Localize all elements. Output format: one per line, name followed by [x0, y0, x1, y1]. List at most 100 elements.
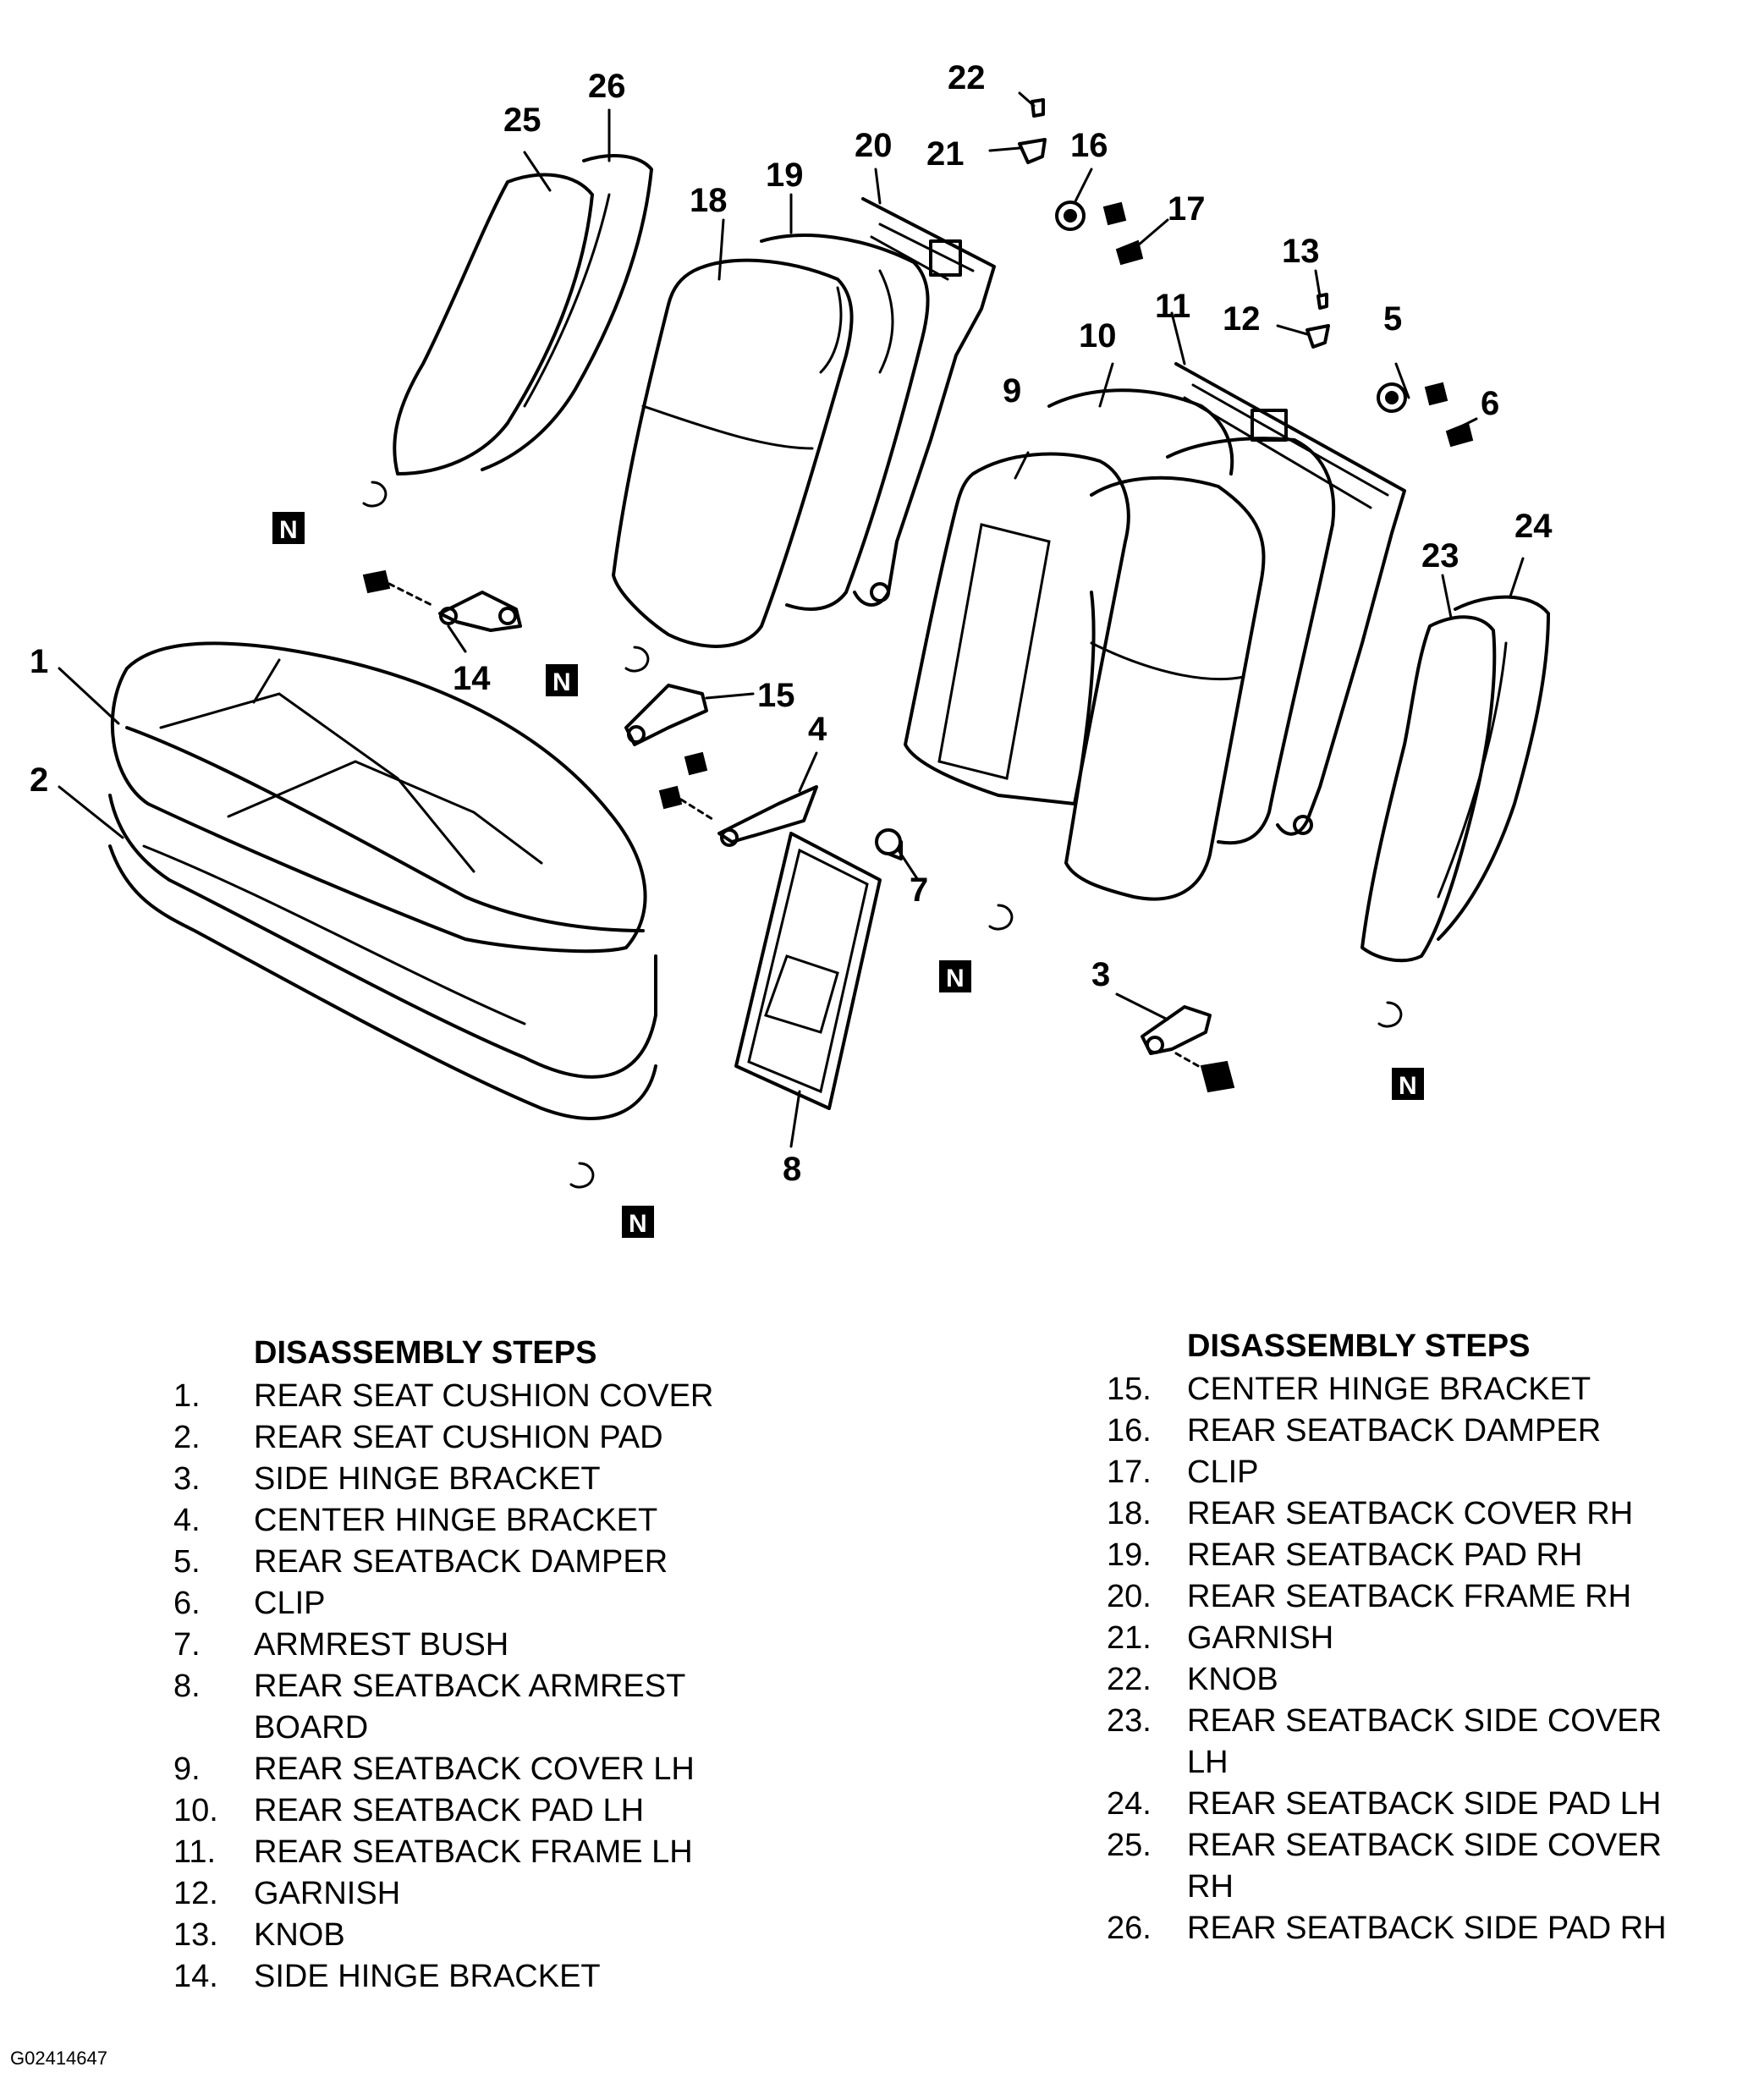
step-number: 11. — [173, 1834, 217, 1870]
step-text: SIDE HINGE BRACKET — [254, 1959, 601, 1994]
step-number: 12. — [173, 1876, 218, 1911]
exploded-view-diagram: 1 2 3 4 5 6 7 8 9 10 11 12 13 14 15 16 1… — [30, 59, 1553, 1238]
step-row: 19.REAR SEATBACK PAD RH — [1107, 1535, 1716, 1576]
step-number: 9. — [173, 1751, 201, 1787]
step-row: 15.CENTER HINGE BRACKET — [1107, 1369, 1716, 1410]
callout-17: 17 — [1168, 190, 1206, 228]
callout-2: 2 — [30, 761, 48, 799]
callout-8: 8 — [783, 1151, 801, 1188]
side-hinge-bracket-3 — [1141, 1005, 1235, 1093]
callout-13: 13 — [1282, 233, 1320, 270]
step-number: 18. — [1107, 1496, 1152, 1531]
step-row: 7.ARMREST BUSH — [173, 1624, 816, 1666]
step-number: 26. — [1107, 1910, 1152, 1946]
callout-26: 26 — [588, 68, 626, 105]
garnish-12 — [1305, 324, 1330, 349]
step-row: 11.REAR SEATBACK FRAME LH — [173, 1832, 816, 1873]
step-row: 18.REAR SEATBACK COVER RH — [1107, 1493, 1716, 1535]
step-row: 6. CLIP — [173, 1583, 816, 1624]
step-row: 1. REAR SEAT CUSHION COVER — [173, 1376, 816, 1417]
disassembly-steps-right: DISASSEMBLY STEPS 15.CENTER HINGE BRACKE… — [1107, 1326, 1716, 1949]
step-row: 5.REAR SEATBACK DAMPER — [173, 1542, 816, 1583]
step-text: REAR SEAT CUSHION COVER — [254, 1378, 714, 1414]
callout-5: 5 — [1383, 300, 1402, 338]
svg-text:N: N — [946, 965, 965, 992]
center-hinge-bracket-4 — [658, 785, 818, 847]
step-row: 4. CENTER HINGE BRACKET — [173, 1500, 816, 1542]
nonreusable-marker: N — [1392, 1068, 1424, 1100]
step-number: 22. — [1107, 1662, 1152, 1697]
step-text: SIDE HINGE BRACKET — [254, 1461, 601, 1497]
step-number: 8. — [173, 1668, 201, 1704]
step-text: CENTER HINGE BRACKET — [254, 1503, 658, 1538]
step-text: KNOB — [254, 1917, 345, 1953]
rear-seat-cushion-pad — [108, 794, 657, 1120]
rear-seatback-cover-rh — [612, 258, 854, 648]
steps-heading: DISASSEMBLY STEPS — [1187, 1328, 1531, 1364]
rear-seat-cushion-cover — [110, 641, 647, 954]
step-row: 8.REAR SEATBACK ARMREST BOARD — [173, 1666, 816, 1749]
svg-text:N: N — [1399, 1072, 1417, 1100]
callout-1: 1 — [30, 643, 48, 680]
rear-seatback-side-cover-lh — [1360, 615, 1497, 963]
knob-22 — [1031, 98, 1045, 118]
step-text: CLIP — [1187, 1454, 1259, 1490]
step-number: 1. — [173, 1378, 201, 1414]
callout-19: 19 — [766, 157, 804, 194]
callout-7: 7 — [910, 871, 928, 909]
step-row: 9.REAR SEATBACK COVER LH — [173, 1749, 816, 1790]
step-text: REAR SEATBACK PAD LH — [254, 1793, 645, 1828]
callout-24: 24 — [1514, 508, 1553, 545]
rear-seatback-damper-16 — [1055, 201, 1127, 231]
callout-18: 18 — [690, 182, 728, 219]
clip-17 — [1115, 239, 1144, 266]
side-hinge-bracket-14 — [362, 569, 522, 632]
callout-20: 20 — [855, 127, 893, 164]
svg-text:N: N — [552, 668, 571, 696]
rear-seatback-side-pad-rh — [481, 154, 653, 471]
callout-15: 15 — [757, 677, 795, 714]
leader-lines — [58, 91, 1525, 1148]
step-number: 23. — [1107, 1703, 1152, 1739]
step-text: REAR SEATBACK DAMPER — [254, 1544, 668, 1580]
nonreusable-marker: N — [622, 1206, 654, 1238]
step-number: 6. — [173, 1586, 201, 1621]
armrest-bush-7 — [875, 828, 903, 860]
rear-seatback-cover-lh — [904, 452, 1266, 901]
step-number: 2. — [173, 1420, 201, 1455]
knob-13 — [1316, 293, 1328, 310]
step-number: 24. — [1107, 1786, 1152, 1822]
step-text: REAR SEAT CUSHION PAD — [254, 1420, 663, 1455]
callout-22: 22 — [948, 59, 986, 96]
step-row: 26.REAR SEATBACK SIDE PAD RH — [1107, 1908, 1716, 1949]
step-text: REAR SEATBACK SIDE PAD LH — [1187, 1786, 1662, 1822]
step-number: 25. — [1107, 1828, 1152, 1863]
callout-labels: 1 2 3 4 5 6 7 8 9 10 11 12 13 14 15 16 1… — [30, 59, 1553, 1188]
callout-14: 14 — [453, 660, 491, 697]
disassembly-steps-left: DISASSEMBLY STEPS 1.REAR SEAT CUSHION CO… — [173, 1333, 816, 1998]
rear-seatback-frame-lh — [1174, 362, 1406, 836]
step-row: 10.REAR SEATBACK PAD LH — [173, 1790, 816, 1832]
step-number: 17. — [1107, 1454, 1152, 1490]
rear-seatback-side-pad-lh — [1437, 595, 1550, 941]
step-text: ARMREST BUSH — [254, 1627, 509, 1663]
rear-seatback-pad-rh — [760, 234, 930, 611]
callout-11: 11 — [1155, 288, 1190, 325]
step-number: 21. — [1107, 1620, 1152, 1656]
callout-16: 16 — [1070, 127, 1108, 164]
rear-seatback-side-cover-rh — [393, 173, 594, 476]
step-text: REAR SEATBACK FRAME RH — [1187, 1579, 1632, 1614]
step-row: 25.REAR SEATBACK SIDE COVER RH — [1107, 1825, 1716, 1908]
step-text: GARNISH — [1187, 1620, 1334, 1656]
step-row: 21. GARNISH — [1107, 1618, 1716, 1659]
callout-23: 23 — [1421, 537, 1459, 574]
step-text: CLIP — [254, 1586, 326, 1621]
step-number: 14. — [173, 1959, 218, 1994]
step-number: 13. — [173, 1917, 218, 1953]
step-number: 16. — [1107, 1413, 1152, 1449]
step-number: 4. — [173, 1503, 201, 1538]
nonreusable-marker: N — [939, 960, 971, 992]
center-hinge-bracket-15 — [624, 684, 708, 776]
figure-code: G02414647 — [10, 2048, 107, 2069]
step-row: 17. CLIP — [1107, 1452, 1716, 1493]
